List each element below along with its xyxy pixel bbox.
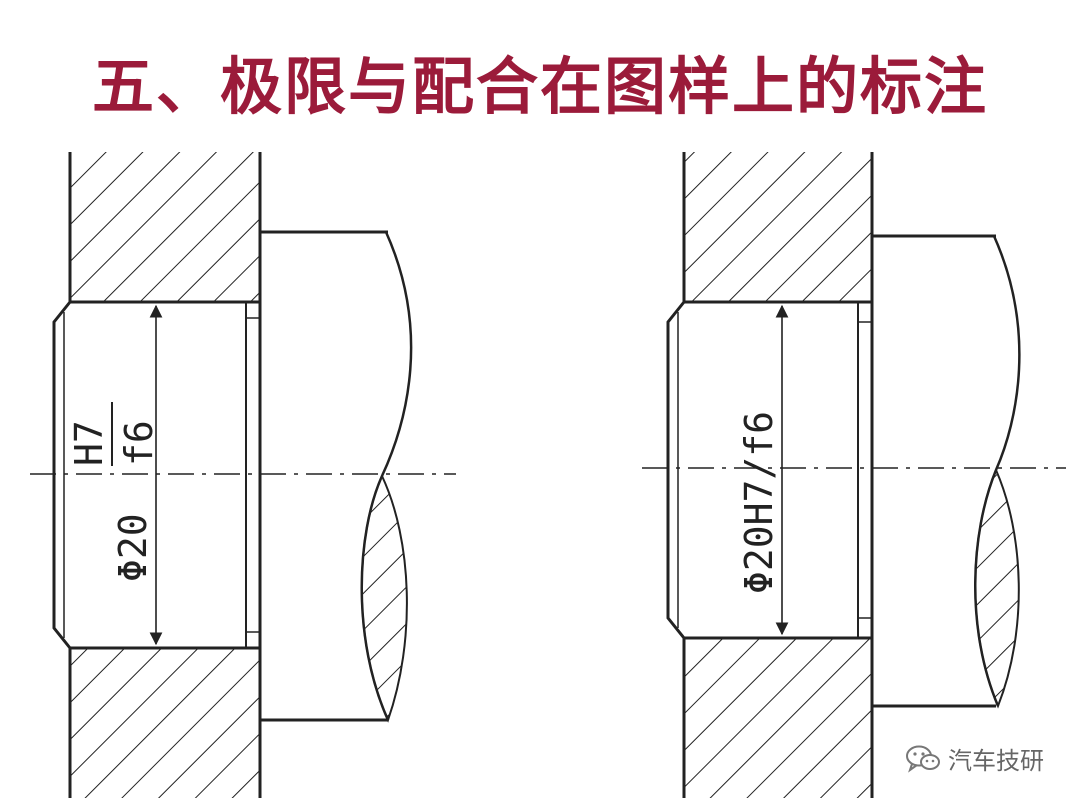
left-fit-denominator: f6 <box>117 420 161 466</box>
left-housing-bottom-section <box>70 648 260 798</box>
right-housing <box>682 152 874 798</box>
right-dimension: Φ20H7/f6 <box>737 304 789 636</box>
right-shaft-break-section <box>974 467 1020 709</box>
left-bore <box>52 300 260 650</box>
left-diameter-text: Φ20 <box>111 513 155 582</box>
watermark-text: 汽车技研 <box>948 747 1044 775</box>
wechat-icon <box>906 745 940 773</box>
right-housing-top-section <box>684 152 872 302</box>
right-fit-text: Φ20H7/f6 <box>737 411 781 594</box>
left-housing-top-section <box>70 152 260 302</box>
left-fit-numerator: H7 <box>67 420 111 466</box>
page-title: 五、极限与配合在图样上的标注 <box>91 50 988 123</box>
left-housing <box>68 152 262 798</box>
right-assembly: Φ20H7/f6 <box>642 152 1066 798</box>
right-housing-bottom-section <box>684 638 872 798</box>
left-assembly: Φ20 H7 f6 <box>30 152 456 798</box>
left-dimension: Φ20 H7 f6 <box>67 304 163 646</box>
right-bore <box>666 300 872 640</box>
watermark: 汽车技研 <box>906 741 1044 776</box>
right-shaft <box>870 234 1021 709</box>
left-shaft <box>258 230 413 723</box>
left-shaft-break-section <box>360 473 408 723</box>
